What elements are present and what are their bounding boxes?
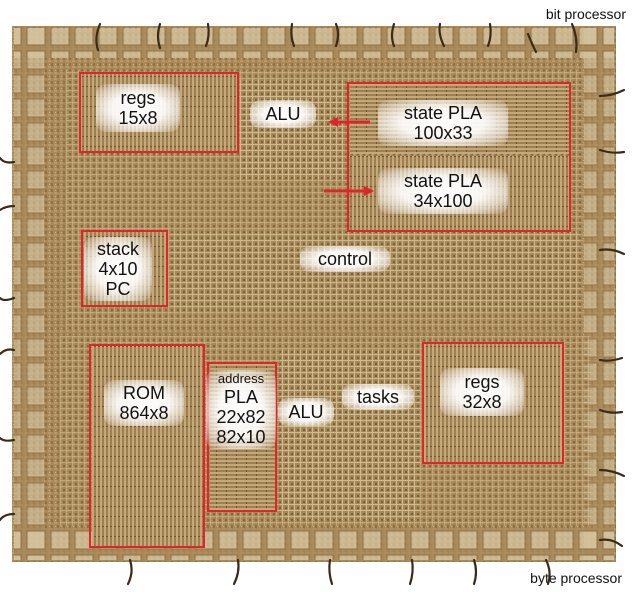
- bit-alu-label: ALU: [250, 100, 316, 129]
- byte-processor-caption: byte processor: [530, 570, 622, 586]
- rom-box: [89, 344, 205, 548]
- byte-regs-name: regs: [464, 372, 500, 392]
- bond-pads-left: [14, 28, 44, 560]
- address-pla-name: PLA: [223, 386, 259, 407]
- address-pla-size-2: 82x10: [216, 426, 266, 447]
- state-pla-2-name: state PLA: [403, 171, 483, 191]
- bit-processor-caption: bit processor: [545, 6, 626, 22]
- byte-alu-label: ALU: [278, 398, 334, 427]
- stack-name: stack: [96, 239, 139, 259]
- bit-regs-label: regs 15x8: [96, 84, 180, 133]
- byte-regs-size: 32x8: [462, 392, 502, 413]
- state-pla-1-name: state PLA: [403, 103, 483, 123]
- control-label: control: [300, 246, 390, 273]
- state-pla-2-label: state PLA 34x100: [378, 168, 508, 215]
- byte-alu-area: [280, 350, 420, 520]
- bit-alu-area: [240, 80, 344, 180]
- state-pla-1-label: state PLA 100x33: [378, 100, 508, 147]
- rom-size: 864x8: [119, 403, 169, 424]
- bit-regs-size: 15x8: [118, 108, 158, 129]
- address-pla-qualifier: address: [217, 371, 265, 386]
- tasks-label: tasks: [342, 384, 414, 411]
- byte-regs-label: regs 32x8: [440, 368, 524, 417]
- byte-regs-box: [422, 342, 564, 464]
- state-pla-box: [347, 82, 571, 232]
- state-pla-1-size: 100x33: [413, 123, 473, 144]
- byte-alu-name: ALU: [288, 402, 324, 422]
- bit-alu-name: ALU: [265, 104, 301, 124]
- bond-wires: [0, 22, 626, 586]
- bit-regs-name: regs: [120, 88, 156, 108]
- stack-box: [81, 230, 168, 307]
- control-name: control: [317, 249, 373, 269]
- stack-size: 4x10: [98, 259, 138, 280]
- rom-array: [92, 346, 204, 546]
- tasks-name: tasks: [356, 387, 399, 407]
- bit-regs-box: [79, 72, 239, 153]
- state-pla-2-size: 34x100: [413, 191, 473, 212]
- address-pla-size-1: 22x82: [216, 406, 266, 427]
- rom-label: ROM 864x8: [104, 380, 184, 427]
- stack-pc: PC: [105, 279, 131, 300]
- stack-label: stack 4x10 PC: [84, 237, 152, 302]
- rom-name: ROM: [123, 383, 165, 403]
- address-pla-label: address PLA 22x82 82x10: [206, 370, 276, 450]
- bond-pads-top: [14, 28, 614, 58]
